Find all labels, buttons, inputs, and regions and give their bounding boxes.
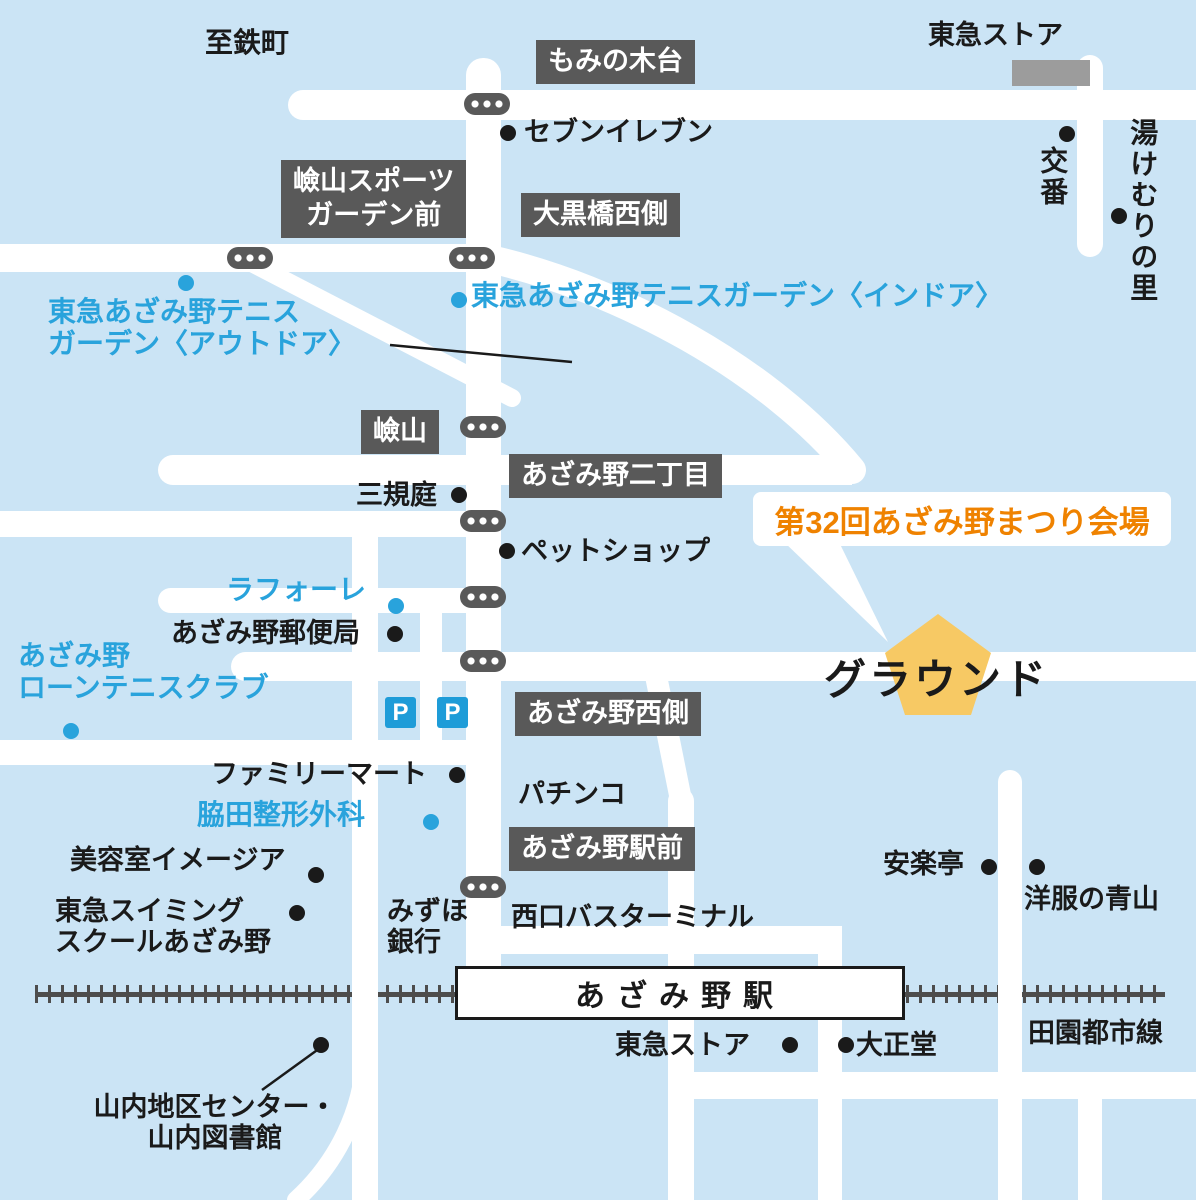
label-denentoshi-line: 田園都市線 bbox=[1028, 1018, 1163, 1048]
dot-yukemuri bbox=[1111, 208, 1127, 224]
parking-icon-2: P bbox=[437, 697, 468, 728]
dot-sankitei bbox=[451, 487, 467, 503]
dot-imagea bbox=[308, 867, 324, 883]
road-east-vertical-3 bbox=[998, 770, 1022, 1200]
label-seven-eleven: セブンイレブン bbox=[524, 117, 713, 147]
road-parking-vertical bbox=[420, 588, 442, 756]
dot-koban bbox=[1059, 126, 1075, 142]
bus-stop-icon-kenzan-sports bbox=[227, 247, 273, 269]
label-post-office: あざみ野郵便局 bbox=[171, 618, 360, 648]
label-tennis-indoor: 東急あざみ野テニスガーデン〈インドア〉 bbox=[471, 280, 1004, 311]
badge-kenzan-sports-garden: 嶮山スポーツ ガーデン前 bbox=[281, 160, 467, 238]
label-taishodo: 大正堂 bbox=[856, 1030, 937, 1060]
festival-venue-callout: 第32回あざみ野まつり会場 bbox=[753, 492, 1171, 546]
label-bus-terminal: 西口バスターミナル bbox=[511, 902, 754, 932]
dot-tokyu-store-south bbox=[782, 1037, 798, 1053]
dot-yamauchi-center bbox=[313, 1037, 329, 1053]
dot-family-mart bbox=[449, 767, 465, 783]
label-laforet: ラフォーレ bbox=[226, 574, 367, 605]
label-to-tetsumachi: 至鉄町 bbox=[205, 27, 290, 58]
label-yamauchi-center: 山内地区センター・ 山内図書館 bbox=[93, 1092, 337, 1154]
road-south bbox=[668, 1072, 1196, 1099]
dot-anrakutei bbox=[981, 859, 997, 875]
road-familymart bbox=[0, 740, 496, 765]
dot-pet-shop bbox=[499, 543, 515, 559]
badge-daikokubashi: 大黒橋西側 bbox=[521, 193, 680, 237]
badge-kenzan: 嶮山 bbox=[361, 410, 439, 454]
dot-swimming-school bbox=[289, 905, 305, 921]
road-main-east-west bbox=[231, 652, 1196, 681]
label-tokyu-store-north: 東急ストア bbox=[928, 20, 1063, 50]
festival-venue-callout-label: 第32回あざみ野まつり会場 bbox=[774, 504, 1150, 540]
callout-tail bbox=[782, 540, 888, 642]
dot-tennis-indoor bbox=[451, 292, 467, 308]
dot-laforet bbox=[388, 598, 404, 614]
road-sankitei bbox=[0, 511, 496, 537]
label-mizuho-bank: みずほ 銀行 bbox=[387, 896, 468, 958]
badge-azamino-nishigawa: あざみ野西側 bbox=[515, 692, 701, 736]
dot-wakita bbox=[423, 814, 439, 830]
label-pachinko: パチンコ bbox=[518, 779, 626, 809]
label-anrakutei: 安楽亭 bbox=[883, 849, 964, 879]
label-tokyu-store-south: 東急ストア bbox=[615, 1030, 750, 1060]
pointer-line-yamauchi bbox=[261, 1046, 321, 1092]
label-pet-shop: ペットショップ bbox=[521, 536, 710, 566]
badge-azamino-2chome: あざみ野二丁目 bbox=[509, 454, 722, 498]
bus-stop-icon-ekimae bbox=[460, 876, 506, 898]
label-koban: 交番 bbox=[1037, 146, 1069, 208]
dot-aoyama bbox=[1029, 859, 1045, 875]
dot-lawn-tennis bbox=[63, 723, 79, 739]
bus-stop-icon-daikokubashi bbox=[449, 247, 495, 269]
dot-post-office bbox=[387, 626, 403, 642]
parking-icon-1: P bbox=[385, 697, 416, 728]
badge-mominokidai: もみの木台 bbox=[536, 40, 695, 84]
road-west-vertical bbox=[352, 511, 378, 1200]
road-northeast bbox=[1077, 55, 1103, 257]
bus-stop-icon-mominokidai bbox=[464, 93, 510, 115]
dot-seven-eleven bbox=[500, 125, 516, 141]
road-southeast-vertical bbox=[1078, 1072, 1102, 1200]
label-yukemuri: 湯けむりの里 bbox=[1127, 118, 1159, 304]
bus-stop-icon-nishigawa bbox=[460, 650, 506, 672]
bus-stop-icon-2chome bbox=[460, 510, 506, 532]
bus-stop-icon-laforet bbox=[460, 586, 506, 608]
label-sankitei: 三規庭 bbox=[356, 480, 437, 510]
road-azamino-2chome bbox=[158, 455, 852, 485]
label-wakita: 脇田整形外科 bbox=[197, 799, 366, 830]
label-lawn-tennis-club: あざみ野 ローンテニスクラブ bbox=[18, 640, 269, 704]
label-swimming-school: 東急スイミング スクールあざみ野 bbox=[55, 896, 271, 958]
bus-stop-icon-kenzan bbox=[460, 416, 506, 438]
dot-tennis-outdoor bbox=[178, 275, 194, 291]
road-north bbox=[288, 90, 1196, 120]
label-aoyama: 洋服の青山 bbox=[1024, 884, 1159, 914]
ground-label: グラウンド bbox=[824, 656, 1050, 703]
road-bus-terminal bbox=[484, 926, 842, 954]
label-family-mart: ファミリーマート bbox=[211, 759, 427, 789]
badge-azamino-ekimae: あざみ野駅前 bbox=[509, 827, 695, 871]
azamino-station-box: あざみ野駅 bbox=[455, 966, 905, 1020]
tokyu-store-building bbox=[1012, 60, 1090, 86]
azamino-station-label: あざみ野駅 bbox=[575, 980, 785, 1013]
dot-taishodo bbox=[838, 1037, 854, 1053]
label-imagea: 美容室イメージア bbox=[70, 845, 286, 875]
label-tennis-outdoor: 東急あざみ野テニス ガーデン〈アウトドア〉 bbox=[48, 296, 357, 360]
